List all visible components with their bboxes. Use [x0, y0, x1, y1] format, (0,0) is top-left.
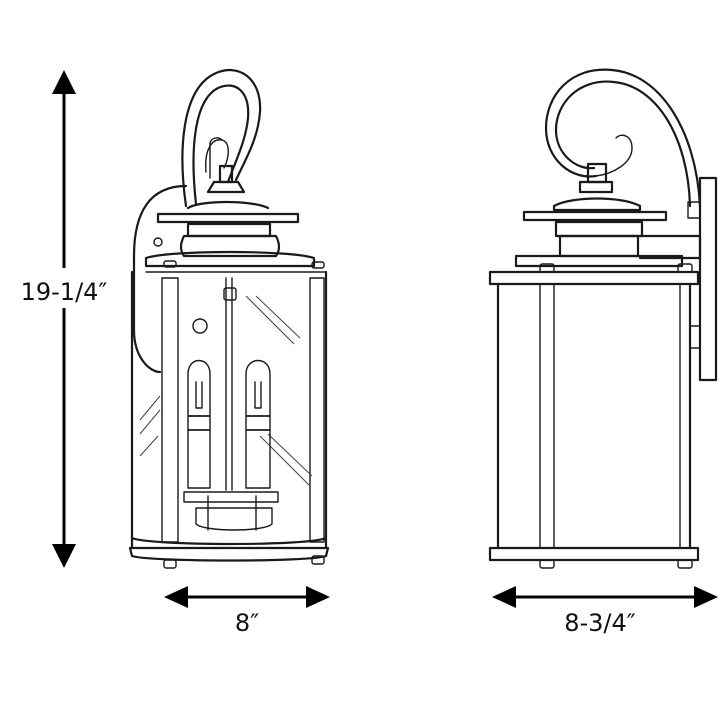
front-right-post [309, 277, 325, 543]
front-width-arrow-left-head [164, 586, 188, 608]
front-glass-cylinder [130, 270, 328, 550]
side-top-band [488, 270, 700, 286]
side-body [488, 270, 700, 569]
side-post-left [539, 283, 555, 549]
side-width-dimension: 8-3/4″ [492, 586, 718, 637]
front-top-ring [144, 250, 316, 268]
side-wall-bracket [687, 201, 701, 219]
front-cap-brim [156, 212, 300, 224]
front-width-arrow-right-head [306, 586, 330, 608]
front-scroll-hook [181, 68, 262, 208]
side-top-cap [514, 162, 693, 273]
front-backplate [132, 184, 188, 374]
front-candle-bulbs [187, 359, 271, 489]
front-top-cap [144, 164, 327, 273]
side-width-label: 8-3/4″ [564, 609, 636, 637]
front-cap-collar [179, 234, 281, 258]
front-cap-dome [186, 200, 270, 210]
height-label: 19-1/4″ [21, 278, 108, 306]
side-post-right [679, 283, 691, 549]
front-bottom-ring [128, 536, 330, 569]
height-arrow-top-head [52, 70, 76, 94]
side-wall-plate [698, 176, 718, 382]
front-width-label: 8″ [235, 609, 259, 637]
front-finial-cup [206, 180, 246, 194]
side-bottom-band [488, 546, 700, 562]
height-dimension: 19-1/4″ [21, 70, 108, 568]
front-cluster-base [183, 491, 279, 531]
front-bulb-right [245, 359, 271, 417]
front-socket-knob [192, 318, 208, 334]
height-arrow-bottom-head [52, 544, 76, 568]
lantern-front-view [128, 68, 330, 569]
side-scroll-hook [544, 68, 702, 208]
front-backplate-screw [153, 237, 163, 247]
front-bulb-left [187, 359, 211, 417]
front-cap-neck [186, 222, 272, 238]
side-width-arrow-right-head [694, 586, 718, 608]
front-width-dimension: 8″ [164, 586, 330, 637]
lantern-side-view [488, 68, 718, 569]
front-left-post [161, 277, 179, 543]
side-arm [638, 234, 702, 260]
side-width-arrow-left-head [492, 586, 516, 608]
